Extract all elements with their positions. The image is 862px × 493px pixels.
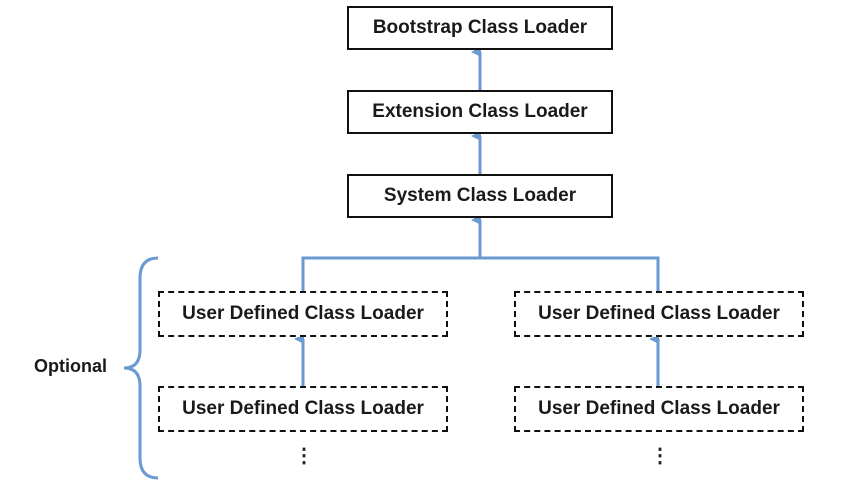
node-label: Bootstrap Class Loader <box>372 17 588 38</box>
node-label: Extension Class Loader <box>372 101 588 122</box>
continuation-dots-left: ⋮ <box>294 445 314 467</box>
user-defined-class-loader-node-left-1: User Defined Class Loader <box>158 291 448 337</box>
user-defined-class-loader-node-left-2: User Defined Class Loader <box>158 386 448 432</box>
optional-brace <box>123 256 159 480</box>
continuation-dots-right: ⋮ <box>650 445 670 467</box>
node-label: User Defined Class Loader <box>538 398 780 419</box>
optional-label: Optional <box>34 356 107 376</box>
node-label: System Class Loader <box>383 185 577 206</box>
bootstrap-class-loader-node: Bootstrap Class Loader <box>347 6 613 50</box>
extension-class-loader-node: Extension Class Loader <box>347 90 613 134</box>
node-label: User Defined Class Loader <box>182 303 424 324</box>
branch-connector <box>301 256 660 291</box>
node-label: User Defined Class Loader <box>538 303 780 324</box>
user-defined-class-loader-node-right-1: User Defined Class Loader <box>514 291 804 337</box>
node-label: User Defined Class Loader <box>182 398 424 419</box>
system-class-loader-node: System Class Loader <box>347 174 613 218</box>
user-defined-class-loader-node-right-2: User Defined Class Loader <box>514 386 804 432</box>
